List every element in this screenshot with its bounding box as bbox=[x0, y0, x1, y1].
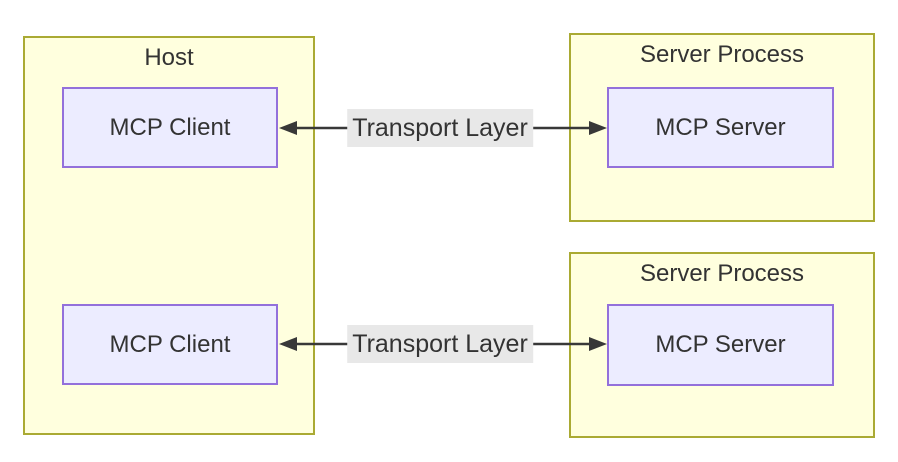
host-cluster: Host MCP Client MCP Client bbox=[23, 36, 315, 435]
transport-layer-label-1: Transport Layer bbox=[347, 109, 533, 147]
server-process-title-1: Server Process bbox=[639, 41, 805, 68]
server-process-cluster-2: Server Process MCP Server bbox=[569, 252, 875, 438]
transport-layer-label-2: Transport Layer bbox=[347, 325, 533, 363]
host-cluster-title: Host bbox=[144, 44, 194, 71]
mcp-server-node-1: MCP Server bbox=[607, 87, 834, 168]
server-process-cluster-1: Server Process MCP Server bbox=[569, 33, 875, 222]
mcp-client-node-2: MCP Client bbox=[62, 304, 278, 385]
server-process-title-2: Server Process bbox=[639, 260, 805, 287]
mcp-server-node-2: MCP Server bbox=[607, 304, 834, 386]
mcp-client-node-1: MCP Client bbox=[62, 87, 278, 168]
